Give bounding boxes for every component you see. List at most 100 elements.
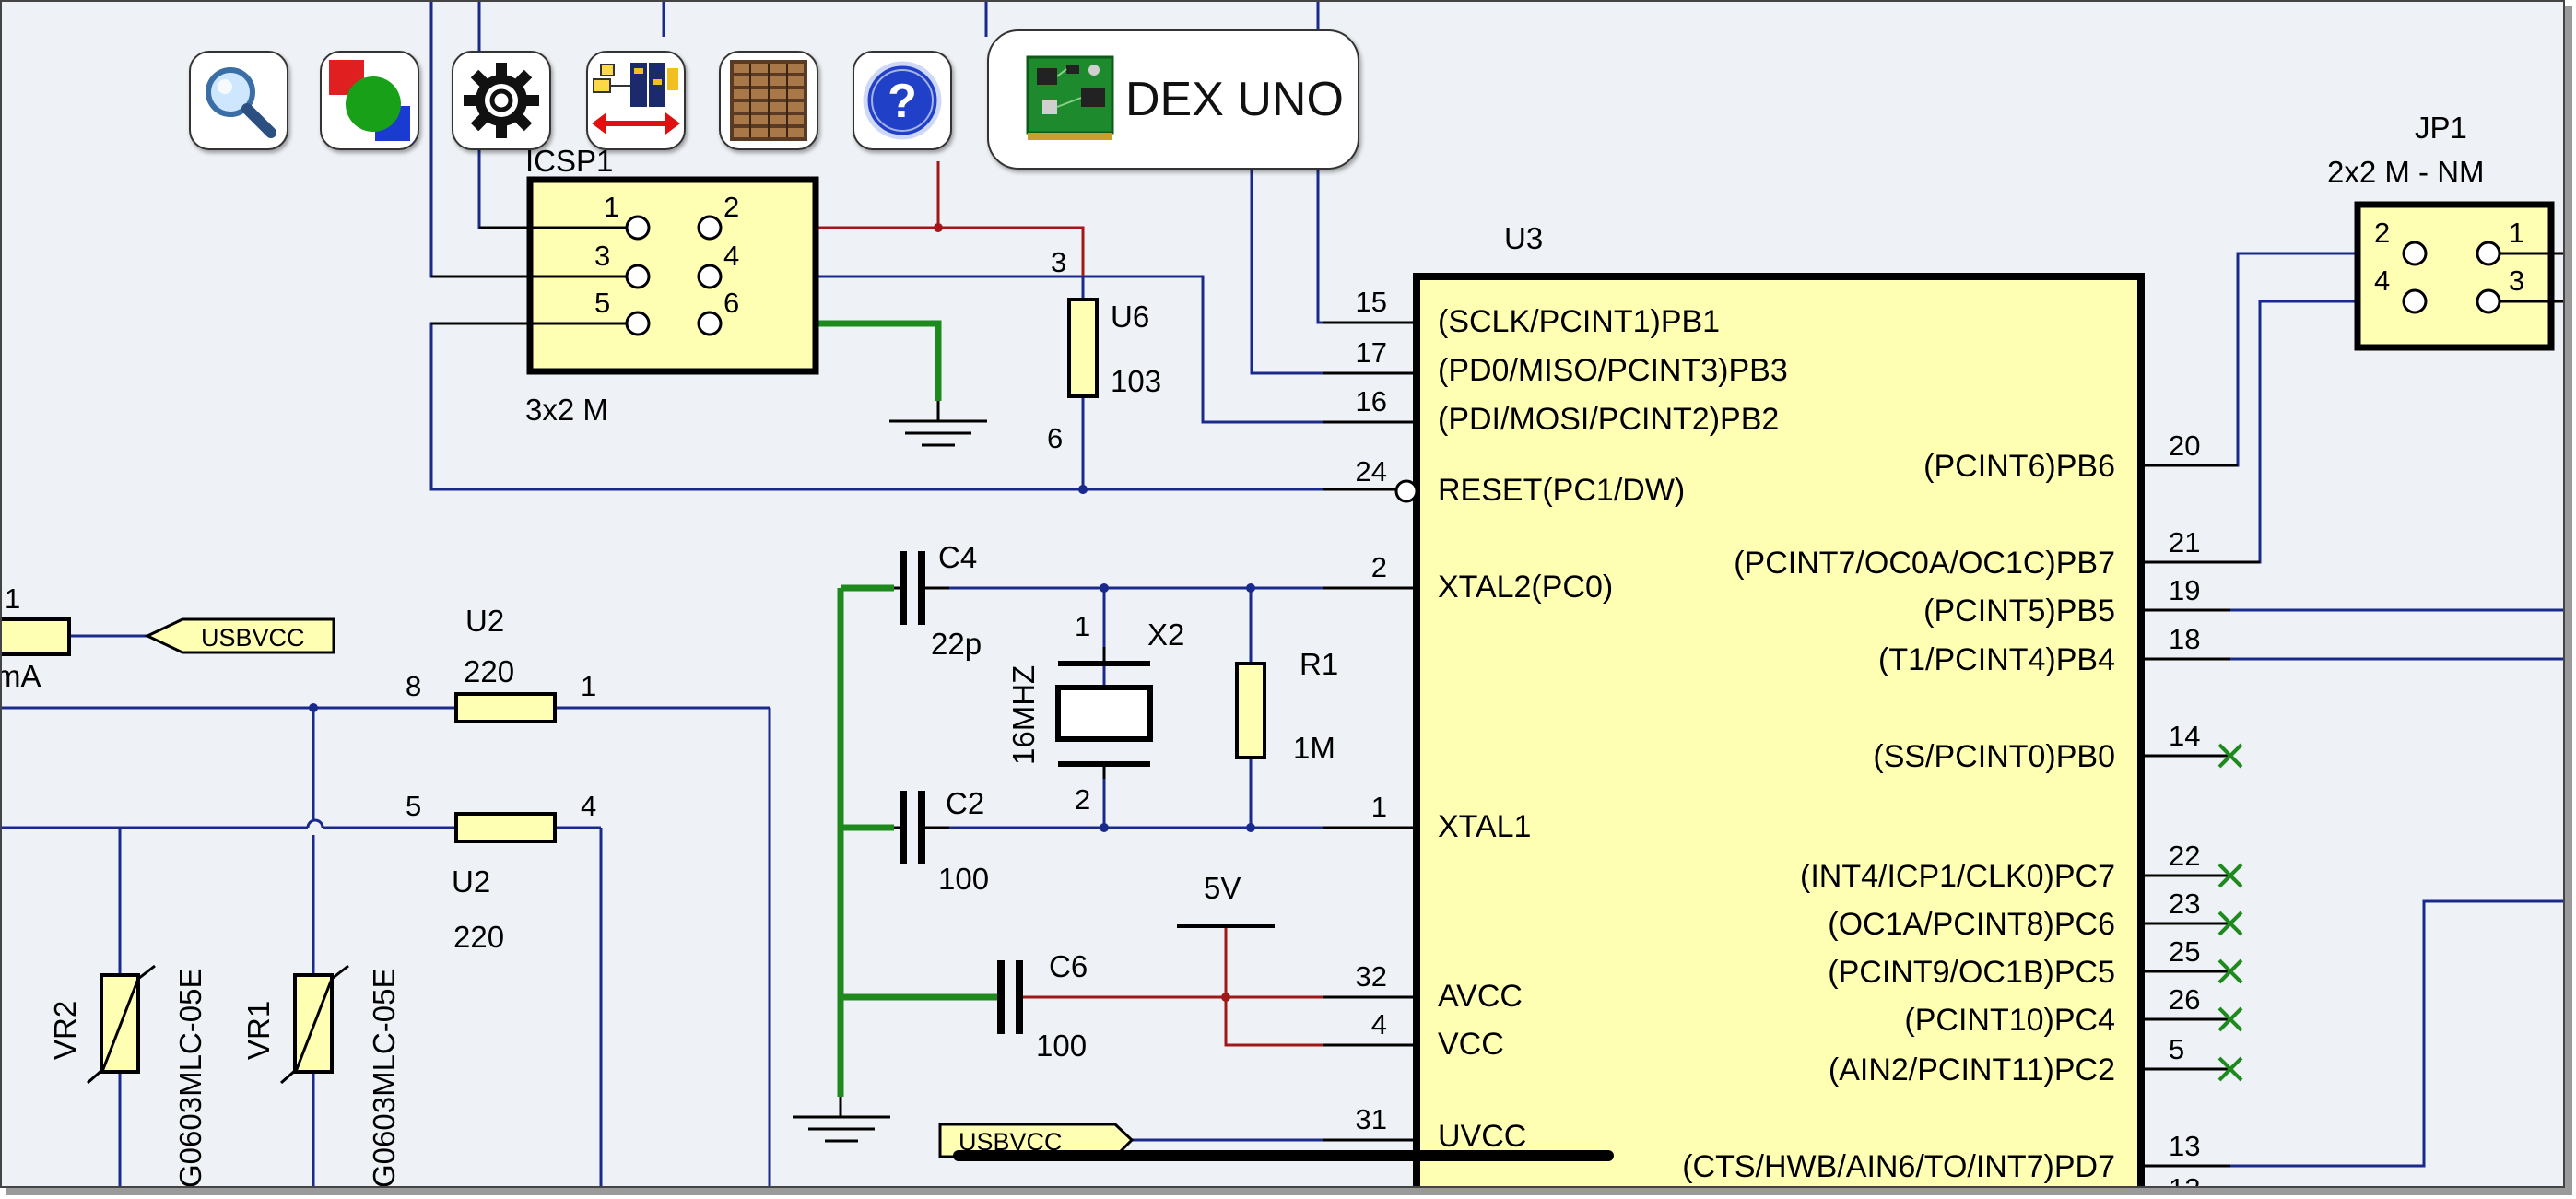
board-select-button[interactable]: DEX UNO xyxy=(987,29,1359,170)
c6-ref-label: C6 xyxy=(1049,949,1088,983)
u6-pin-top: 3 xyxy=(1051,246,1066,278)
jp1-header[interactable]: 2 1 4 3 JP1 2x2 M - NM xyxy=(2327,111,2565,351)
u2b-value-label: 220 xyxy=(453,920,504,954)
color-view-button[interactable] xyxy=(320,51,419,150)
vr2-ref-label: VR2 xyxy=(48,1001,82,1060)
icsp-pin-label: 5 xyxy=(594,287,610,319)
icsp-pin-label: 4 xyxy=(723,240,739,272)
u3-pin-number: 14 xyxy=(2169,720,2200,752)
u3-pin-label: (PCINT6)PB6 xyxy=(1923,449,2115,484)
u3-microcontroller[interactable]: U3 15 17 16 24 2 1 32 4 31 (SCLK xyxy=(1323,221,2260,1199)
jp1-pin-label: 2 xyxy=(2374,217,2390,249)
books-icon xyxy=(730,60,807,141)
icsp1-header[interactable]: 1 2 3 4 5 6 ICSP1 3x2 M xyxy=(431,144,819,427)
u6-value-label: 103 xyxy=(1111,364,1161,398)
u3-pin-label: (PCINT9/OC1B)PC5 xyxy=(1828,955,2115,990)
u3-pin-number: 31 xyxy=(1356,1103,1387,1135)
icsp-value-label: 3x2 M xyxy=(525,393,608,427)
frame-shadow-right xyxy=(2565,6,2572,1192)
r1-resistor[interactable]: R1 1M xyxy=(1235,647,1338,765)
u3-pin-number: 22 xyxy=(2169,840,2200,872)
u6-resistor[interactable]: 3 6 U6 103 xyxy=(1047,246,1161,491)
vr1-value-label: G0603MLC-05E xyxy=(367,969,401,1188)
r1-ref-label: R1 xyxy=(1300,647,1338,681)
u3-pin-label: (AIN2/PCINT11)PC2 xyxy=(1829,1052,2115,1087)
x2-crystal[interactable]: 1 2 X2 16MHZ xyxy=(1006,610,1184,816)
c4-capacitor[interactable]: C4 22p xyxy=(894,540,982,661)
connection-button[interactable] xyxy=(586,51,686,150)
u3-pin-label: (OC1A/PCINT8)PC6 xyxy=(1828,907,2115,942)
r1-value-label: 1M xyxy=(1293,731,1335,765)
magnifier-icon xyxy=(206,67,276,138)
block-diagram-icon xyxy=(592,63,680,135)
x2-value-label: 16MHZ xyxy=(1006,665,1041,765)
x2-ref-label: X2 xyxy=(1147,617,1184,652)
u3-pin-label: UVCC xyxy=(1438,1119,1526,1154)
u3-pin-label: AVCC xyxy=(1438,979,1523,1014)
u3-pin-number: 16 xyxy=(1356,385,1387,417)
vr1-ref-label: VR1 xyxy=(241,1001,276,1060)
u3-pin-label: (PDI/MOSI/PCINT2)PB2 xyxy=(1438,402,1779,437)
help-button[interactable]: ? xyxy=(853,51,952,150)
u3-pin-number: 23 xyxy=(2169,887,2200,920)
help-icon: ? xyxy=(863,61,942,140)
u3-pin-number: 5 xyxy=(2169,1033,2184,1065)
icsp-pin-label: 3 xyxy=(594,240,610,272)
settings-button[interactable] xyxy=(452,51,551,150)
u3-pin-label: VCC xyxy=(1438,1027,1504,1062)
left-current-label: mA xyxy=(0,659,41,693)
icsp-pin-label: 1 xyxy=(604,191,619,223)
u2a-resistor[interactable]: 8 1 U2 220 xyxy=(406,604,596,723)
u3-pin-number: 4 xyxy=(1371,1008,1387,1040)
u2a-pin-left: 8 xyxy=(406,670,421,702)
u3-pin-number: 20 xyxy=(2169,429,2200,462)
library-button[interactable] xyxy=(719,51,818,150)
gear-icon xyxy=(464,63,539,138)
icsp-pin-label: 2 xyxy=(723,191,739,223)
jp1-value-label: 2x2 M - NM xyxy=(2327,155,2485,189)
color-shapes-icon xyxy=(329,60,410,141)
vr2-varistor[interactable]: VR2 G0603MLC-05E xyxy=(48,964,207,1188)
u2a-value-label: 220 xyxy=(464,654,514,688)
u3-ref-label: U3 xyxy=(1504,221,1543,255)
u3-pin-label: (INT4/ICP1/CLK0)PC7 xyxy=(1800,859,2115,894)
u2b-resistor[interactable]: 5 4 U2 220 xyxy=(406,790,596,954)
usbvcc-net-tag[interactable]: USBVCC xyxy=(144,617,335,654)
u3-pin-number: 2 xyxy=(1371,551,1387,583)
u3-pin-number: 18 xyxy=(2169,623,2200,655)
x2-pin2-label: 2 xyxy=(1075,783,1090,816)
u3-pin-number: 12 xyxy=(2169,1172,2200,1199)
c6-capacitor[interactable]: C6 100 xyxy=(942,949,1088,1063)
u3-pin-label: (SS/PCINT0)PB0 xyxy=(1873,739,2115,774)
u3-pin-number: 24 xyxy=(1356,455,1387,488)
u3-pin-label: (PCINT5)PB5 xyxy=(1923,594,2115,629)
zoom-button[interactable] xyxy=(189,51,288,150)
u3-pin-number: 25 xyxy=(2169,935,2200,968)
jp1-pin-label: 1 xyxy=(2509,217,2524,249)
u3-pin-label: (T1/PCINT4)PB4 xyxy=(1878,642,2115,677)
u2a-pin-right: 1 xyxy=(581,670,596,702)
power-5v-label: 5V xyxy=(1204,871,1241,905)
u3-pin-label: RESET(PC1/DW) xyxy=(1438,473,1685,508)
x2-pin1-label: 1 xyxy=(1075,610,1090,642)
vr1-varistor[interactable]: VR1 G0603MLC-05E xyxy=(241,964,401,1188)
u3-pin-label: (PD0/MISO/PCINT3)PB3 xyxy=(1438,353,1788,388)
left-fuse[interactable]: 1 mA xyxy=(0,582,71,693)
usbvcc-tag-label: USBVCC xyxy=(201,624,305,652)
c2-capacitor[interactable]: C2 100 xyxy=(894,786,989,896)
u2b-pin-left: 5 xyxy=(406,790,421,822)
board-name-label: DEX UNO xyxy=(1125,73,1344,126)
u3-pin-number: 13 xyxy=(2169,1130,2200,1162)
svg-text:?: ? xyxy=(888,75,917,128)
u3-pin-number: 17 xyxy=(1356,336,1387,369)
u3-pin-number: 15 xyxy=(1356,286,1387,318)
c2-value-label: 100 xyxy=(938,862,989,896)
u2b-ref-label: U2 xyxy=(452,864,490,899)
u3-pin-label: (PCINT10)PC4 xyxy=(1904,1003,2115,1038)
u3-pin-label: (CTS/HWB/AIN6/TO/INT7)PD7 xyxy=(1682,1149,2115,1184)
icsp-pin-label: 6 xyxy=(723,287,739,319)
u6-ref-label: U6 xyxy=(1111,300,1149,334)
